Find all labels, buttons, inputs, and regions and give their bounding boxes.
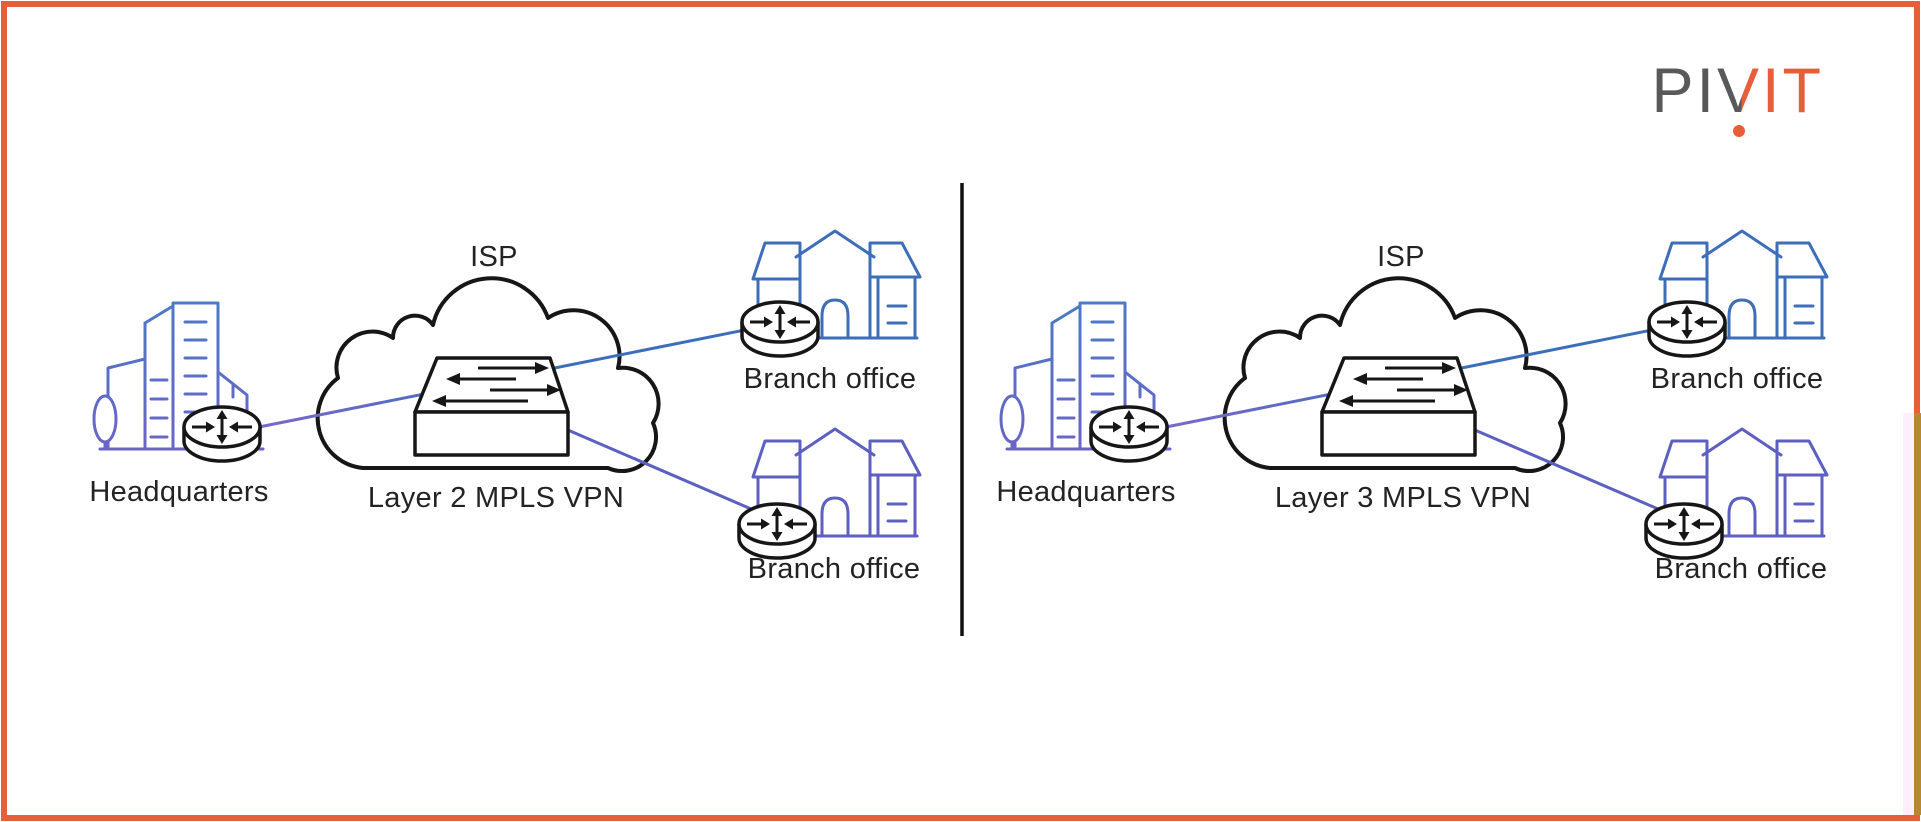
isp-label-left: ISP: [470, 241, 518, 273]
vpn-label-left: Layer 2 MPLS VPN: [368, 482, 624, 514]
hq-label-left: Headquarters: [89, 476, 268, 508]
overlay-strip-pink: [1903, 413, 1914, 815]
branch-top-label-left: Branch office: [744, 363, 917, 395]
overlay-strip-tan: [1914, 413, 1921, 815]
logo-text-gray: PI: [1651, 56, 1717, 126]
isp-label-right: ISP: [1377, 241, 1425, 273]
pivit-logo: PIVIT: [1651, 60, 1824, 123]
branch-bottom-label-left: Branch office: [748, 553, 921, 585]
branch-bottom-label-right: Branch office: [1655, 553, 1828, 585]
branch-top-label-right: Branch office: [1651, 363, 1824, 395]
vpn-label-right: Layer 3 MPLS VPN: [1275, 482, 1531, 514]
logo-text-orange: IT: [1762, 56, 1824, 126]
logo-text-v: V: [1716, 56, 1762, 126]
hq-label-right: Headquarters: [996, 476, 1175, 508]
